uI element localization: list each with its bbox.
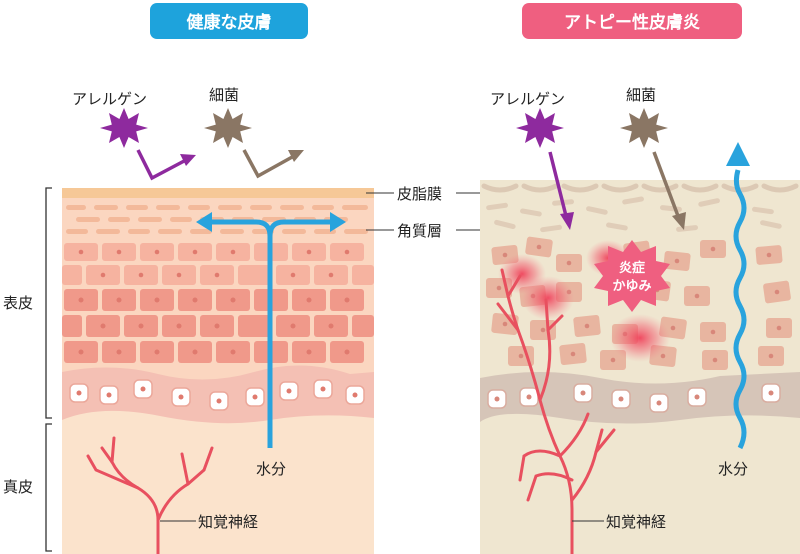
- bacteria-label-healthy: 細菌: [209, 86, 239, 104]
- bacteria-icon-healthy: [204, 108, 252, 148]
- healthy-title-text: 健康な皮膚: [187, 12, 272, 33]
- allergen-icon-atopic: [516, 108, 564, 148]
- water-label-healthy: 水分: [256, 460, 286, 478]
- inflammation-text: 炎症: [619, 260, 645, 276]
- bacteria-icon-atopic: [620, 108, 668, 148]
- basal-layer-atopic: [480, 372, 800, 424]
- nerve-label-atopic: 知覚神経: [606, 513, 666, 531]
- healthy-skin-section: [62, 188, 374, 554]
- healthy-skin-title: 健康な皮膚: [150, 3, 308, 39]
- inflammation-itch-burst: 炎症 かゆみ: [594, 240, 670, 312]
- allergen-penetrate-arrow-atopic: [548, 151, 574, 230]
- atopic-title-text: アトピー性皮膚炎: [564, 12, 700, 33]
- sebum-label: 皮脂膜: [397, 185, 442, 203]
- stratum-corneum-label: 角質層: [397, 222, 442, 240]
- itch-text: かゆみ: [612, 279, 651, 294]
- epidermis-label: 表皮: [3, 294, 33, 312]
- allergen-bounce-arrow-healthy: [136, 149, 196, 181]
- atopic-skin-title: アトピー性皮膚炎: [522, 3, 742, 39]
- dermis-bracket: [45, 423, 52, 552]
- water-arrow-healthy: [196, 212, 346, 448]
- sensory-nerve-healthy: [86, 436, 214, 554]
- sensory-nerve-atopic: [496, 268, 616, 554]
- atopic-skin-section: [480, 180, 800, 554]
- skin-cells-healthy: [62, 243, 374, 363]
- sebum-film-atopic: [481, 183, 799, 193]
- dermis-label: 真皮: [3, 478, 33, 496]
- water-label-atopic: 水分: [718, 460, 748, 478]
- inflammation-glow: [522, 276, 574, 320]
- allergen-label-atopic: アレルゲン: [490, 90, 565, 108]
- allergen-icon-healthy: [100, 108, 148, 148]
- bacteria-bounce-arrow-healthy: [242, 149, 304, 179]
- bacteria-penetrate-arrow-atopic: [652, 151, 686, 230]
- sebum-film-healthy: [62, 188, 374, 198]
- inflammation-glow: [610, 314, 670, 362]
- epidermis-bracket: [45, 187, 52, 419]
- bacteria-label-atopic: 細菌: [626, 86, 656, 104]
- nerve-label-healthy: 知覚神経: [198, 513, 258, 531]
- allergen-label-healthy: アレルゲン: [72, 90, 147, 108]
- water-arrow-atopic: [726, 142, 750, 450]
